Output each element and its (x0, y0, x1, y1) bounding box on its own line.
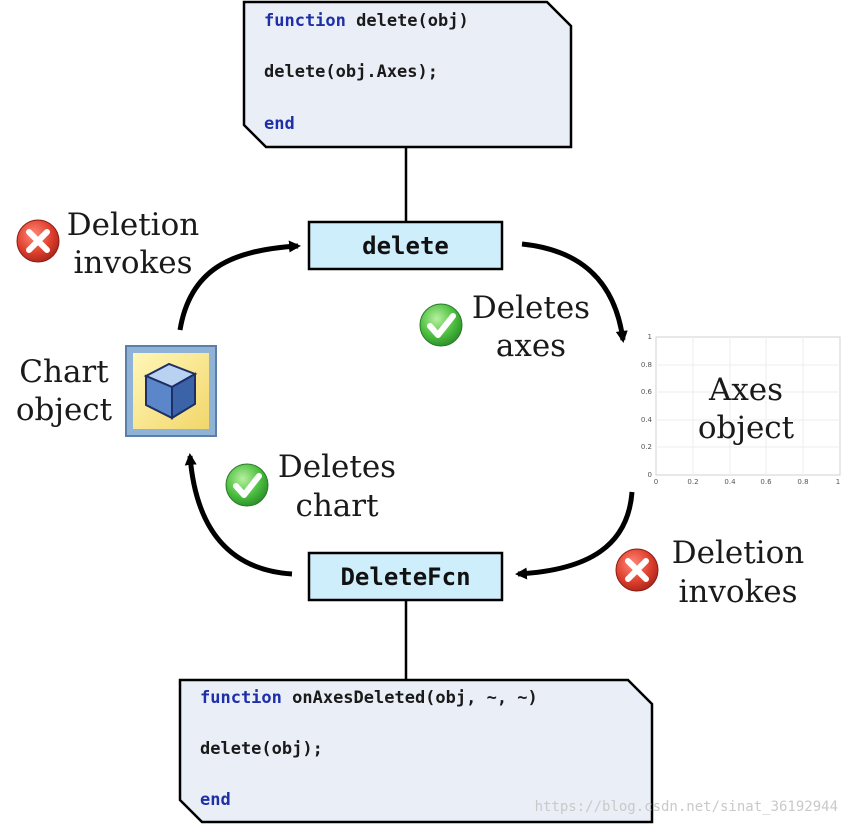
deletefcn-node: DeleteFcn (307, 551, 504, 602)
edge-label-top-left-line2: invokes (73, 245, 192, 281)
cube-icon (143, 362, 198, 420)
check-icon (225, 463, 269, 507)
axes-xtick: 0.2 (687, 478, 698, 486)
bottom-code-box: function onAxesDeleted(obj, ~, ~) delete… (178, 678, 654, 824)
edge-label-bottom-left-line1: Deletes (278, 449, 396, 485)
chart-object-label-line2: object (16, 392, 113, 428)
axes-ytick: 0.8 (641, 361, 652, 369)
axes-object-label-line1: Axes (708, 372, 783, 408)
edge-label-top-right-line1: Deletes (472, 290, 590, 326)
axes-xtick: 0.6 (760, 478, 772, 486)
top-code-box: function delete(obj) delete(obj.Axes); e… (242, 0, 573, 149)
arrow-deletefcn-to-chart (184, 453, 293, 577)
bottom-code-signature: onAxesDeleted(obj, ~, ~) (282, 688, 538, 708)
axes-ytick: 0.6 (641, 388, 653, 396)
delete-node: delete (307, 220, 504, 271)
edge-label-top-left-line1: Deletion (67, 207, 199, 243)
top-code-keyword-function: function (264, 11, 346, 31)
axes-ytick: 0.2 (641, 443, 652, 451)
top-code-line2: delete(obj.Axes); (264, 62, 438, 82)
edge-label-top-right-line2: axes (496, 328, 566, 364)
chart-object-label-line1: Chart (19, 354, 109, 390)
chart-object-icon (125, 345, 217, 437)
axes-ytick: 0 (648, 471, 652, 479)
arrow-chart-to-delete (177, 240, 301, 331)
edge-label-bottom-right-line2: invokes (678, 574, 797, 610)
top-code-signature: delete(obj) (346, 11, 469, 31)
axes-xtick: 0.4 (724, 478, 736, 486)
bottom-code-keyword-function: function (200, 688, 282, 708)
top-code-keyword-end: end (264, 114, 295, 134)
cross-icon (16, 219, 60, 263)
delete-node-label: delete (362, 232, 449, 260)
axes-object-plot: 1 0.8 0.6 0.4 0.2 0 0 0.2 0.4 0.6 0.8 1 (641, 333, 841, 486)
cross-icon (615, 548, 659, 592)
deletefcn-node-label: DeleteFcn (340, 563, 470, 591)
axes-xtick: 1 (836, 478, 840, 486)
edge-label-bottom-right-line1: Deletion (672, 535, 804, 571)
axes-ytick: 0.4 (641, 416, 653, 424)
arrow-delete-to-axes (521, 241, 628, 343)
check-icon (419, 303, 463, 347)
axes-object-label-line2: object (698, 410, 795, 446)
axes-xtick: 0.8 (797, 478, 808, 486)
arrow-axes-to-deletefcn (515, 491, 635, 580)
bottom-code-keyword-end: end (200, 790, 231, 810)
svg-text:function onAxesDeleted(obj, ~,: function onAxesDeleted(obj, ~, ~) (200, 688, 538, 708)
bottom-code-line2: delete(obj); (200, 739, 323, 759)
edge-label-bottom-left-line2: chart (295, 488, 379, 524)
axes-ytick: 1 (648, 333, 652, 341)
svg-text:function delete(obj): function delete(obj) (264, 11, 469, 31)
axes-xtick: 0 (654, 478, 658, 486)
watermark: https://blog.csdn.net/sinat_36192944 (535, 799, 838, 815)
